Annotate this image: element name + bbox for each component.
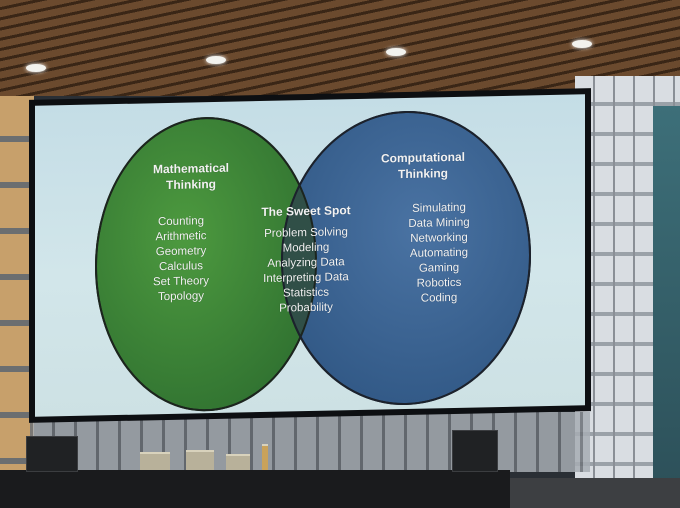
mathematical-thinking-outline	[95, 117, 317, 412]
bottle	[262, 444, 268, 470]
title-line: Computational	[381, 149, 465, 166]
left-window-wall	[0, 96, 34, 476]
sweet-spot-title: The Sweet Spot	[247, 202, 365, 220]
list-item: Topology	[157, 290, 205, 304]
speaker	[452, 430, 498, 472]
right-window-wall	[575, 76, 680, 508]
wooden-ceiling	[0, 0, 680, 96]
floor	[510, 478, 680, 508]
title-line: Thinking	[398, 166, 448, 182]
list-item: Interpreting Data	[263, 271, 349, 285]
paper-stack	[226, 454, 250, 470]
title-line: Thinking	[166, 176, 216, 193]
mathematical-thinking-title: Mathematical Thinking	[139, 159, 243, 193]
mathematical-thinking-list: Counting Arithmetic Geometry Calculus Se…	[129, 214, 233, 306]
title-line: Mathematical	[152, 160, 230, 177]
ceiling-light	[572, 40, 592, 48]
glass-building	[653, 106, 680, 508]
computational-thinking-title: Computational Thinking	[367, 148, 479, 182]
computational-thinking-outline	[281, 110, 531, 406]
list-item: Coding	[420, 291, 458, 305]
paper-stack	[140, 452, 170, 470]
ceiling-light	[386, 48, 406, 56]
projection-screen: Mathematical Thinking Counting Arithmeti…	[35, 94, 585, 417]
title-line: The Sweet Spot	[261, 203, 351, 220]
list-item: Probability	[279, 301, 333, 315]
presentation-table	[0, 470, 510, 508]
ceiling-light	[26, 64, 46, 72]
paper-stack	[186, 450, 214, 470]
list-item: Problem Solving	[264, 226, 348, 240]
sweet-spot-list: Problem Solving Modeling Analyzing Data …	[247, 225, 365, 317]
computational-thinking-list: Simulating Data Mining Networking Automa…	[387, 200, 491, 307]
monitor	[26, 436, 78, 472]
venn-diagram	[95, 110, 531, 412]
ceiling-light	[206, 56, 226, 64]
